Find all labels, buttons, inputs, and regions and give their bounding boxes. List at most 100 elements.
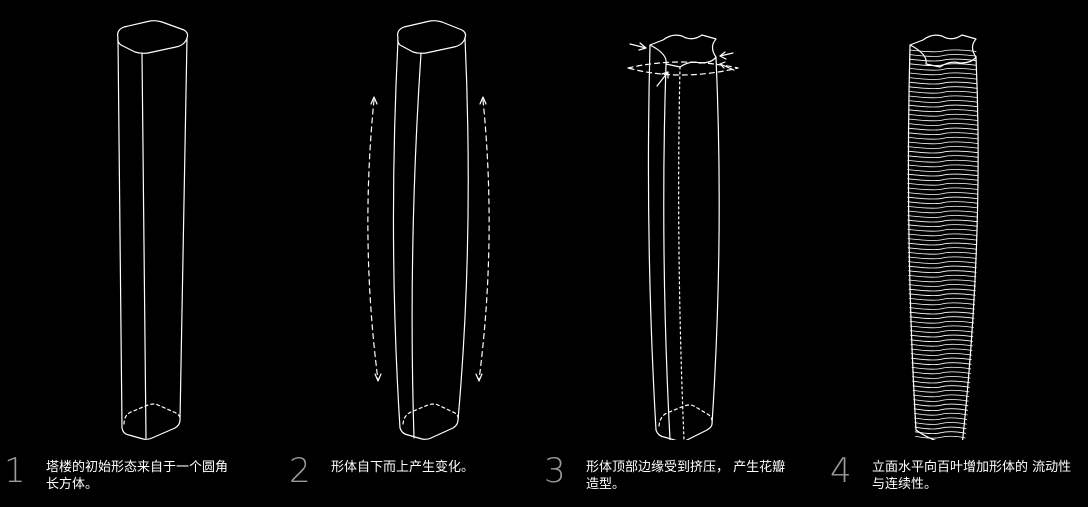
louvre-line [913, 403, 969, 407]
louvre-line [908, 297, 976, 301]
louvre-line [909, 58, 977, 62]
louvre-line [909, 307, 975, 310]
step-description: 立面水平向百叶增加形体的 流动性与连续性。 [872, 460, 1072, 492]
arrow-lower-left [656, 71, 669, 87]
louvre-line [910, 343, 973, 347]
louvre-line [908, 72, 977, 76]
louvre-line [908, 100, 978, 103]
louvre-line [909, 49, 977, 53]
louvre-line [908, 77, 978, 80]
tower-evolution-drawing [117, 20, 979, 440]
louvre-line [914, 426, 967, 430]
louvre-line [908, 274, 977, 278]
louvre-line [915, 435, 966, 439]
louvre-line [910, 334, 974, 338]
louvre-line [908, 104, 978, 108]
louvre-line [908, 86, 978, 89]
louvre-line [907, 178, 979, 181]
louvre-line [912, 380, 971, 384]
louvre-line [908, 293, 976, 296]
louvre-line [908, 288, 976, 292]
louvre-line [907, 141, 979, 145]
step-2: 2 形体自下而上产生变化。 [289, 452, 539, 502]
louvre-line [911, 362, 972, 365]
step-number: 1 [4, 451, 26, 491]
step-description: 形体顶部边缘受到挤压， 产生花瓣造型。 [586, 460, 786, 492]
compression-ring [627, 61, 739, 76]
louvre-line [909, 320, 975, 324]
louvre-line [907, 233, 978, 237]
louvre-line [909, 63, 977, 66]
louvre-line [910, 339, 974, 342]
louvre-line [907, 150, 979, 154]
step-3: 3 形体顶部边缘受到挤压， 产生花瓣造型。 [544, 452, 804, 502]
louvre-line [907, 219, 978, 223]
louvre-line [914, 422, 967, 425]
tower-4-louvres [907, 34, 979, 440]
louvre-line [908, 279, 977, 283]
tower-3-petal-top [627, 34, 739, 440]
louvre-line [914, 417, 968, 421]
louvre-line [907, 127, 978, 131]
louvre-line [907, 132, 978, 135]
louvre-line [907, 261, 977, 264]
louvre-line [908, 118, 978, 122]
louvre-line [907, 256, 977, 260]
louvre-line [908, 270, 977, 273]
arrow-top-left [629, 43, 647, 49]
louvre-line [910, 330, 974, 333]
louvre-line [909, 67, 977, 71]
louvre-line [909, 54, 977, 57]
louvre-line [907, 205, 978, 209]
left-arrow-head-bottom [374, 373, 382, 382]
left-curve-arrow [367, 99, 379, 381]
louvre-line [908, 284, 976, 287]
louvre-line [908, 113, 978, 117]
louvre-line [907, 196, 979, 200]
louvre-line [912, 385, 970, 388]
right-arrow-head-bottom [475, 373, 483, 382]
louvre-line [907, 146, 979, 149]
louvre-line [907, 210, 978, 214]
louvre-line [912, 376, 971, 379]
louvre-line [911, 357, 972, 361]
louvre-line [909, 302, 976, 306]
louvre-line [910, 353, 973, 356]
louvre-line [909, 316, 975, 319]
louvre-line [911, 371, 971, 375]
step-4: 4 立面水平向百叶增加形体的 流动性与连续性。 [830, 452, 1085, 502]
step-number: 3 [544, 451, 566, 491]
louvre-line [907, 247, 978, 250]
louvre-line [907, 136, 978, 140]
louvre-line [911, 366, 972, 370]
arrow-top-right [719, 52, 734, 57]
louvre-line [907, 187, 979, 191]
louvre-line [908, 81, 978, 85]
tower-2-tapered-form [367, 20, 490, 440]
louvre-line [909, 311, 975, 315]
louvre-line [907, 164, 979, 168]
louvre-line [907, 224, 978, 227]
louvre-line [907, 173, 979, 177]
step-description: 形体自下而上产生变化。 [331, 460, 475, 475]
step-number: 4 [830, 451, 852, 491]
step-number: 2 [289, 451, 311, 491]
right-curve-arrow [478, 99, 490, 381]
step-1: 1 塔楼的初始形态来自于一个圆角长方体。 [4, 452, 254, 502]
step-description: 塔楼的初始形态来自于一个圆角长方体。 [46, 460, 229, 492]
louvre-line [908, 90, 978, 94]
louvre-line [907, 169, 979, 172]
louvre-line [908, 95, 978, 99]
louvre-line [914, 431, 966, 434]
tower-1-rounded-box [117, 20, 189, 440]
louvre-line [912, 389, 970, 393]
louvre-line [913, 399, 969, 402]
louvre-line [907, 251, 978, 255]
louvre-line [907, 123, 978, 126]
louvre-line [907, 159, 979, 163]
louvre-line [913, 412, 968, 416]
louvre-line [910, 348, 973, 352]
louvre-line [912, 394, 970, 398]
louvre-line [908, 265, 977, 269]
